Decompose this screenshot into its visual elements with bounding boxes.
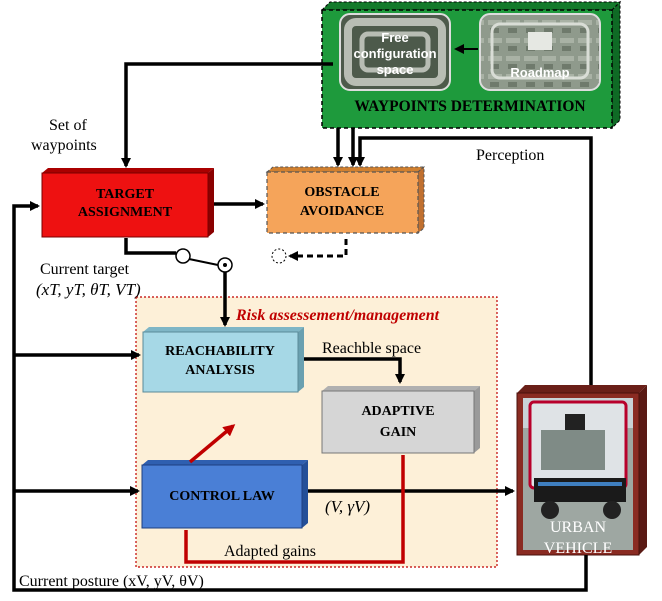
obstacle-avoidance-block[interactable]: OBSTACLE AVOIDANCE bbox=[265, 165, 426, 235]
obstacle-switch-node bbox=[271, 248, 287, 264]
vehicle-label-1: URBAN bbox=[550, 519, 606, 536]
target-label-1: TARGET bbox=[96, 187, 155, 202]
reachable-space-label: Reachble space bbox=[322, 340, 421, 357]
risk-title: Risk assessement/management bbox=[235, 307, 440, 324]
perception-label: Perception bbox=[476, 147, 544, 164]
control-law-block[interactable]: CONTROL LAW bbox=[141, 460, 308, 529]
perception-arrow bbox=[355, 136, 593, 385]
current-posture-label: Current posture (xV, yV, θV) bbox=[19, 573, 204, 590]
target-label-2: ASSIGNMENT bbox=[78, 205, 173, 220]
switch-output-dot bbox=[223, 263, 227, 267]
obstacle-output-dashed-arrow bbox=[288, 239, 348, 261]
reach-label-2: ANALYSIS bbox=[185, 363, 255, 378]
free-space-label-3: space bbox=[377, 62, 414, 77]
control-label: CONTROL LAW bbox=[169, 489, 274, 504]
target-tuple-label: (xT, yT, θT, VT) bbox=[36, 280, 141, 299]
roadmap-image: Roadmap bbox=[479, 13, 601, 91]
control-output-label: (V, γV) bbox=[325, 497, 370, 516]
switch-lever bbox=[188, 258, 219, 266]
free-space-label-2: configuration bbox=[353, 46, 436, 61]
free-configuration-space-image: Free configuration space bbox=[339, 13, 451, 91]
adaptive-label-1: ADAPTIVE bbox=[361, 404, 434, 419]
posture-feedback-to-target-arrow bbox=[12, 201, 588, 592]
urban-vehicle-image: URBAN VEHICLE bbox=[516, 385, 647, 557]
obstacle-label-1: OBSTACLE bbox=[304, 185, 379, 200]
reachability-to-adaptive-arrow bbox=[304, 357, 405, 384]
waypoints-to-target-arrow bbox=[121, 62, 333, 168]
set-of-label: Set of bbox=[49, 117, 87, 134]
free-space-label-1: Free bbox=[381, 30, 408, 45]
adaptive-gain-block[interactable]: ADAPTIVE GAIN bbox=[321, 386, 480, 454]
vehicle-label-2: VEHICLE bbox=[544, 540, 612, 557]
obstacle-label-2: AVOIDANCE bbox=[300, 204, 384, 219]
current-target-label: Current target bbox=[40, 261, 130, 278]
adapted-gains-line bbox=[184, 455, 405, 564]
adaptive-label-2: GAIN bbox=[380, 425, 417, 440]
reachability-analysis-block[interactable]: REACHABILITY ANALYSIS bbox=[142, 327, 304, 393]
gain-adjust-red-arrow bbox=[188, 424, 236, 464]
target-assignment-block[interactable]: TARGET ASSIGNMENT bbox=[41, 168, 214, 238]
waypoints-label: waypoints bbox=[31, 137, 97, 154]
waypoints-block[interactable]: Free configuration space Roadmap WAYPOIN… bbox=[320, 0, 622, 130]
adapted-gains-label: Adapted gains bbox=[224, 543, 316, 560]
waypoints-title: WAYPOINTS DETERMINATION bbox=[354, 98, 585, 115]
roadmap-label: Roadmap bbox=[510, 65, 569, 80]
switch-input-node bbox=[175, 248, 191, 264]
reach-label-1: REACHABILITY bbox=[165, 344, 275, 359]
target-to-switch-line bbox=[124, 238, 176, 255]
